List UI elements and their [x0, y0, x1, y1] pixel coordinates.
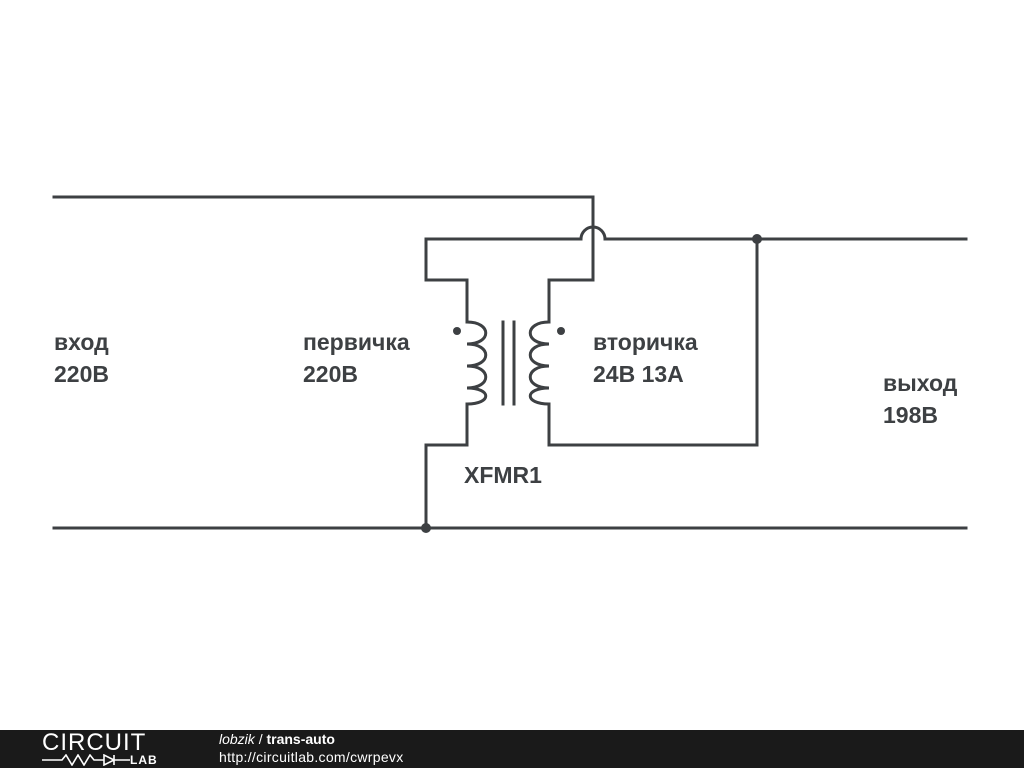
input-top-wire [52, 195, 595, 231]
primary-voltage: 220В [303, 361, 358, 387]
secondary-rating: 24В 13А [593, 361, 684, 387]
junction-bottom [421, 523, 431, 533]
primary-label: первичка [303, 329, 410, 355]
left-winding-bottom-lead [424, 402, 469, 530]
output-label: выход [883, 370, 958, 396]
right-winding-bottom-lead [547, 237, 759, 447]
left-winding [465, 320, 488, 406]
circuitlab-logo[interactable]: CIRCUIT LAB [40, 730, 180, 768]
project-title-link[interactable]: trans-auto [266, 731, 335, 747]
logo-resistor-icon [42, 754, 130, 766]
primary-top-lead [547, 227, 595, 324]
polarity-dot-left [453, 327, 461, 335]
project-credit: lobzik / trans-auto [219, 731, 335, 748]
secondary-label: вторичка [593, 329, 698, 355]
junction-output-top [752, 234, 762, 244]
credit-separator: / [258, 731, 263, 747]
project-url[interactable]: http://circuitlab.com/cwrpevx [219, 749, 404, 765]
schematic-diagram: вход 220В первичка 220В вторичка 24В 13А… [52, 195, 968, 533]
transformer-ref-label: XFMR1 [464, 462, 542, 488]
input-voltage: 220В [54, 361, 109, 387]
right-winding [528, 320, 551, 406]
secondary-top-lead [424, 237, 469, 324]
crossover-hop [579, 225, 607, 241]
author-link[interactable]: lobzik [219, 731, 255, 747]
logo-wordmark-lab: LAB [130, 753, 158, 767]
logo-wordmark-circuit: CIRCUIT [42, 729, 147, 756]
footer-bar: CIRCUIT LAB lobzik / trans-auto http://c… [0, 730, 1024, 768]
input-label: вход [54, 329, 109, 355]
polarity-dot-right [557, 327, 565, 335]
output-voltage: 198В [883, 402, 938, 428]
